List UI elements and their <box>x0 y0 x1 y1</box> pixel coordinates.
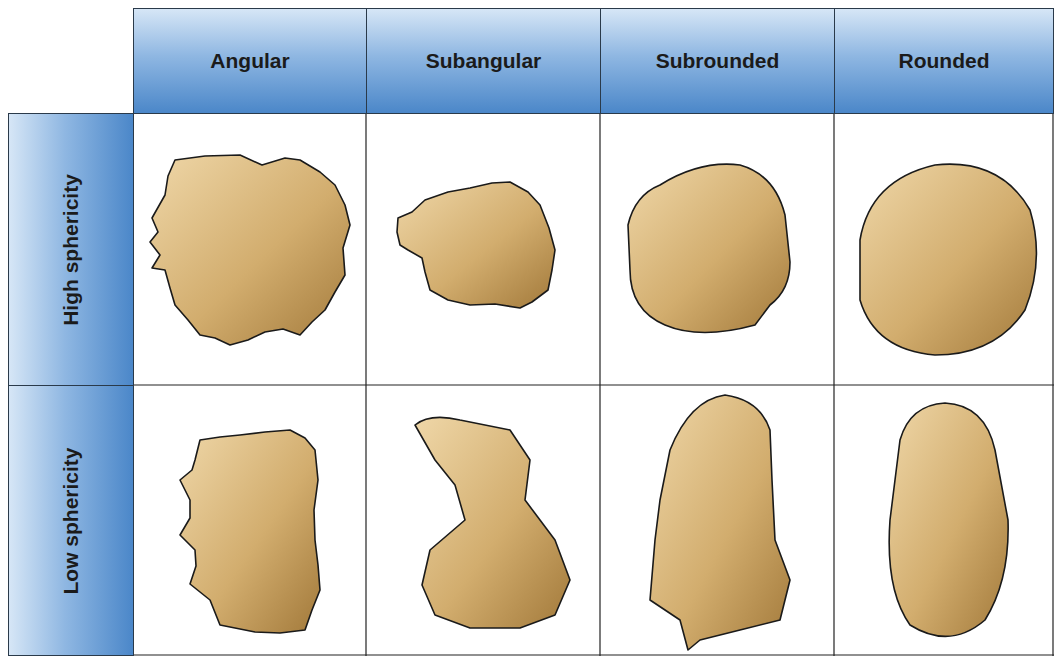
column-header: Angular <box>133 8 367 114</box>
column-header-text: Subangular <box>426 49 542 73</box>
column-header-text: Angular <box>210 49 289 73</box>
grain-subrounded-low <box>650 395 790 650</box>
grain-subangular-high <box>397 182 555 308</box>
grain-subrounded-high <box>628 164 790 332</box>
row-header: Low sphericity <box>8 385 134 656</box>
row-header: High sphericity <box>8 113 134 386</box>
column-header: Subrounded <box>600 8 835 114</box>
column-header: Rounded <box>834 8 1054 114</box>
column-header: Subangular <box>366 8 601 114</box>
row-header-text: High sphericity <box>59 174 83 326</box>
grain-rounded-high <box>860 164 1036 355</box>
grain-angular-low <box>180 430 320 633</box>
row-header-text: Low sphericity <box>59 447 83 594</box>
grain-subangular-low <box>415 417 570 628</box>
column-header-text: Rounded <box>899 49 990 73</box>
grid-lines <box>133 113 1054 656</box>
grain-angular-high <box>150 155 350 345</box>
column-header-text: Subrounded <box>656 49 780 73</box>
grain-rounded-low <box>889 403 1008 636</box>
